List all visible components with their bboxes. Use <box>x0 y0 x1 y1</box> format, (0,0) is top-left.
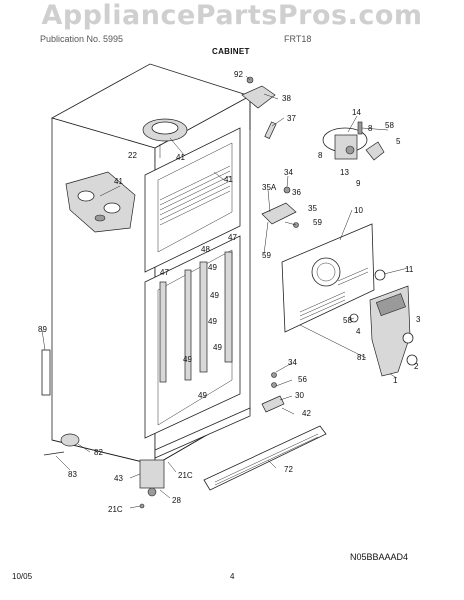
part-label: 28 <box>172 496 181 505</box>
part-label: 49 <box>198 391 207 400</box>
toe-grille-72 <box>203 425 327 491</box>
part-label: 59 <box>313 218 322 227</box>
part-label: 49 <box>183 355 192 364</box>
part-label: 92 <box>234 70 243 79</box>
part-label: 35 <box>308 204 317 213</box>
part-label: 48 <box>201 245 210 254</box>
control-housing-1 <box>349 269 418 377</box>
part-label: 21C <box>178 471 193 480</box>
footer-page-number: 4 <box>230 572 235 581</box>
part-label: 58 <box>385 121 394 130</box>
part-label: 38 <box>282 94 291 103</box>
part-label: 49 <box>213 343 222 352</box>
part-label: 2 <box>414 362 419 371</box>
part-label: 72 <box>284 465 293 474</box>
part-label: 8 <box>368 124 373 133</box>
footer-date: 10/05 <box>12 572 33 581</box>
part-label: 58 <box>343 316 352 325</box>
center-hinge <box>261 186 299 228</box>
part-label: 10 <box>354 206 363 215</box>
part-label: 1 <box>393 376 398 385</box>
watermark: AppliancePartsPros.com <box>41 0 423 31</box>
part-label: 11 <box>405 265 414 274</box>
publication-header: Publication No. 5995 <box>40 34 124 44</box>
part-label: 22 <box>128 151 137 160</box>
part-label: 82 <box>94 448 103 457</box>
part-label: 49 <box>208 317 217 326</box>
part-label: 8 <box>318 151 323 160</box>
part-label: 34 <box>288 358 297 367</box>
part-label: 59 <box>262 251 271 260</box>
part-label: 41 <box>176 153 185 162</box>
shelf-ladders <box>159 251 233 383</box>
part-label: 37 <box>287 114 296 123</box>
part-label: 3 <box>416 315 421 324</box>
part-label: 36 <box>292 188 301 197</box>
section-title: CABINET <box>212 47 250 56</box>
freezer-floor-grille <box>159 165 231 226</box>
model-header: FRT18 <box>284 34 312 44</box>
part-label: 5 <box>396 137 401 146</box>
part-label: 41 <box>114 177 123 186</box>
hinge-pin <box>264 121 277 139</box>
part-label: 30 <box>295 391 304 400</box>
part-label: 81 <box>357 353 366 362</box>
part-label: 14 <box>352 108 361 117</box>
part-label: 43 <box>114 474 123 483</box>
leader-lines <box>41 75 409 509</box>
damper-control-assembly <box>322 121 385 161</box>
diagram-code: N05BBAAAD4 <box>350 552 409 562</box>
part-label: 21C <box>108 505 123 514</box>
top-hinge <box>241 76 276 109</box>
part-label: 49 <box>210 291 219 300</box>
part-label: 56 <box>298 375 307 384</box>
roller-bracket-28 <box>139 459 165 509</box>
part-label: 9 <box>356 179 361 188</box>
part-label: 34 <box>284 168 293 177</box>
part-label: 41 <box>224 175 233 184</box>
control-panel-10 <box>281 223 375 333</box>
part-label: 49 <box>208 263 217 272</box>
part-label: 13 <box>340 168 349 177</box>
part-label: 89 <box>38 325 47 334</box>
panel-louvers <box>299 267 369 321</box>
part-label: 47 <box>160 268 169 277</box>
part-label: 42 <box>302 409 311 418</box>
leveling-leg-82 <box>43 433 80 456</box>
bottom-hinge-30 <box>261 372 285 413</box>
cabinet-shell <box>41 63 252 466</box>
part-label: 4 <box>356 327 361 336</box>
part-label: 35A <box>262 183 277 192</box>
part-label: 83 <box>68 470 77 479</box>
part-label: 47 <box>228 233 237 242</box>
